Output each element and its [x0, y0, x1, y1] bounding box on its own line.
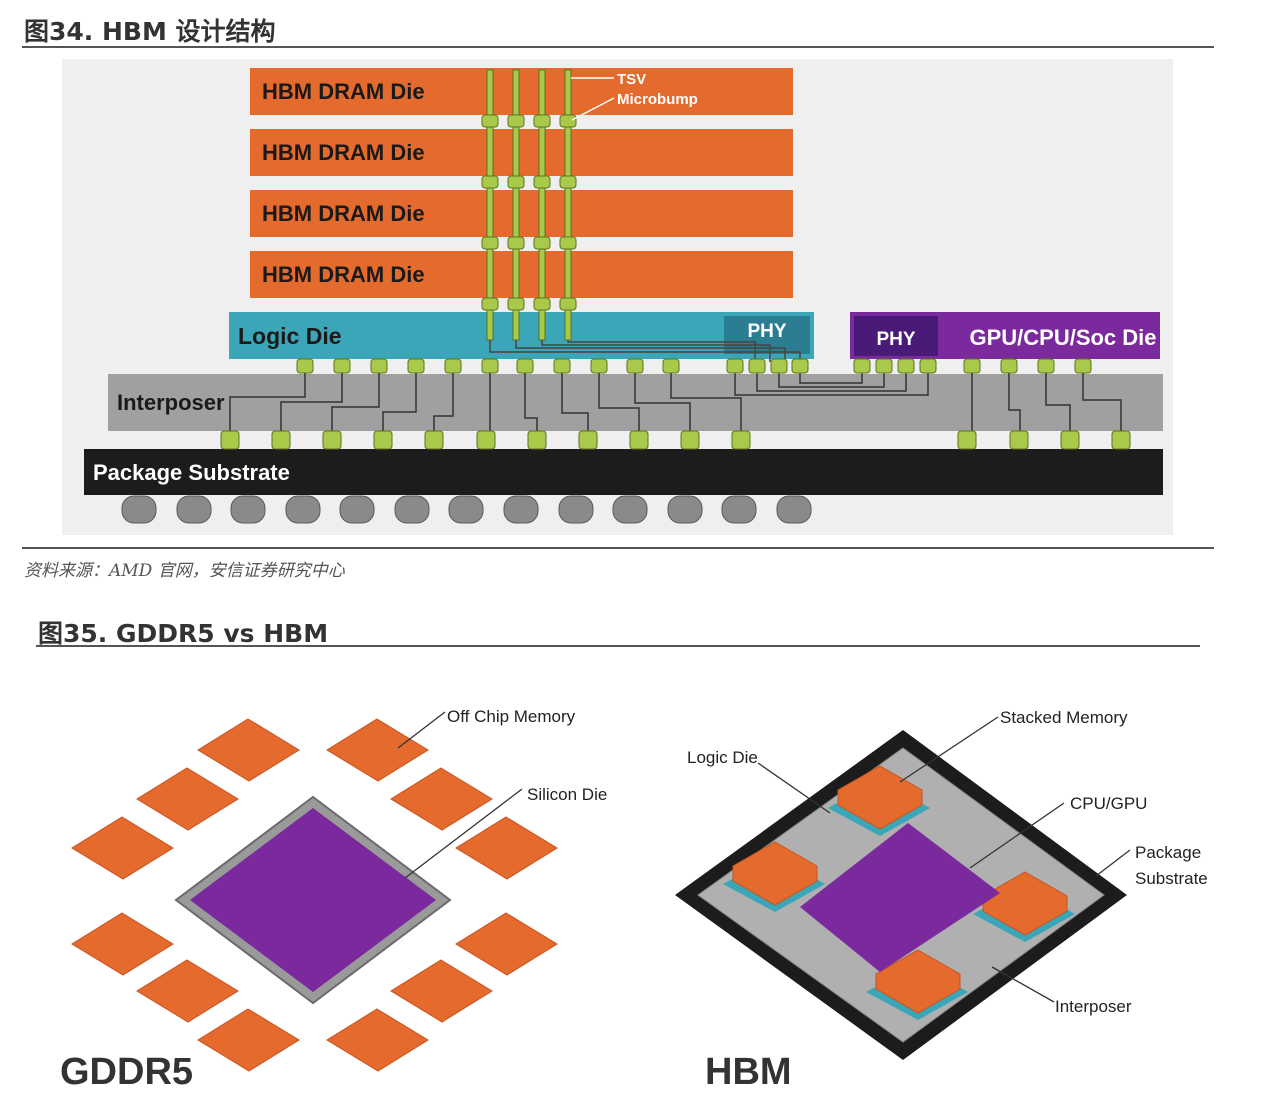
phy-interposer-wiring — [734, 370, 929, 396]
off-chip-memory-chips — [71, 718, 558, 1072]
dram-die-label-2: HBM DRAM Die — [262, 140, 425, 165]
figure34-source: 资料来源：AMD 官网，安信证券研究中心 — [24, 561, 345, 581]
hbm-cpu-gpu-die — [800, 823, 1000, 972]
off-chip-memory-label: Off Chip Memory — [447, 707, 576, 726]
silicon-die-label: Silicon Die — [527, 785, 607, 804]
dram-die-2 — [250, 129, 793, 176]
hbm-logic-die-label: Logic Die — [687, 748, 758, 767]
dram-die-label-3: HBM DRAM Die — [262, 201, 425, 226]
gddr5-vs-hbm-diagram: Off Chip Memory Silicon Die GDDR5 — [60, 707, 1208, 1093]
interposer-label: Interposer — [117, 390, 225, 415]
substrate-label: Substrate — [1135, 869, 1208, 888]
hbm-heading: HBM — [705, 1051, 792, 1093]
dram-die-4 — [250, 251, 793, 298]
tsv-label: TSV — [617, 71, 646, 88]
tsv-callout — [571, 77, 615, 121]
gddr5-diagram: Off Chip Memory Silicon Die GDDR5 — [60, 707, 607, 1093]
dram-die-label-1: HBM DRAM Die — [262, 79, 425, 104]
gddr5-heading: GDDR5 — [60, 1051, 193, 1093]
logic-die-label: Logic Die — [238, 323, 342, 349]
figure34-bottom-rule — [22, 547, 1214, 549]
hbm-structure-diagram: HBM DRAM Die HBM DRAM Die HBM DRAM Die H… — [62, 59, 1173, 535]
upper-bumps — [296, 358, 1092, 374]
gddr5-callouts — [397, 711, 523, 879]
package-substrate — [84, 449, 1163, 495]
solder-balls — [121, 495, 812, 524]
figure35-rule — [36, 645, 1200, 647]
gpu-phy-label: PHY — [876, 329, 915, 350]
hbm-stack-right — [973, 871, 1075, 942]
dram-die-3 — [250, 190, 793, 237]
package-substrate-label: Package Substrate — [93, 460, 290, 485]
hbm-diagram: Logic Die Stacked Memory CPU/GPU Package… — [675, 708, 1208, 1093]
dram-die-stack — [250, 68, 793, 298]
silicon-die — [190, 808, 436, 992]
dram-die-label-4: HBM DRAM Die — [262, 262, 425, 287]
lower-bumps — [220, 430, 1131, 450]
hbm-interposer-label: Interposer — [1055, 997, 1132, 1016]
figure34-top-rule — [22, 46, 1214, 48]
figure34-title: 图34. HBM 设计结构 — [24, 17, 276, 46]
logic-phy-label: PHY — [747, 321, 786, 342]
microbumps — [481, 114, 577, 311]
interposer-routing — [229, 373, 1122, 432]
hbm-stack-left — [723, 841, 825, 912]
logic-internal-wiring — [489, 340, 801, 362]
gpu-die-label: GPU/CPU/Soc Die — [969, 325, 1156, 350]
package-label: Package — [1135, 843, 1201, 862]
hbm-stack-bottom — [866, 949, 968, 1020]
gpu-die-phy — [854, 316, 938, 356]
logic-die — [229, 312, 814, 359]
dram-die-1 — [250, 68, 793, 115]
microbump-label: Microbump — [617, 91, 698, 108]
figure35-title: 图35. GDDR5 vs HBM — [38, 619, 329, 648]
stacked-memory-label: Stacked Memory — [1000, 708, 1128, 727]
hbm-callouts — [757, 716, 1131, 1003]
cpu-gpu-label: CPU/GPU — [1070, 794, 1147, 813]
